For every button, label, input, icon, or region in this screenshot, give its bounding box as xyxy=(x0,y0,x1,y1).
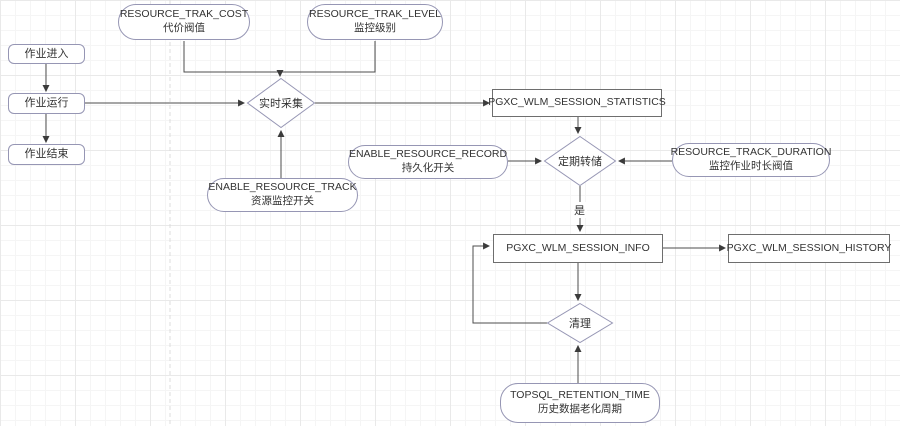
node-realtime-collect[interactable]: 实时采集 xyxy=(246,77,316,129)
diamond-shape xyxy=(546,302,614,344)
node-label-zh: 代价阀值 xyxy=(163,22,205,34)
node-label-zh: 持久化开关 xyxy=(401,162,455,174)
node-pgxc-wlm-session-history[interactable]: PGXC_WLM_SESSION_HISTORY xyxy=(726,234,892,263)
node-label: 清理 xyxy=(569,318,591,330)
node-enable-resource-track[interactable]: ENABLE_RESOURCE_TRACK 资源监控开关 xyxy=(207,178,358,212)
node-label: PGXC_WLM_SESSION_INFO xyxy=(506,241,650,254)
node-label-zh: 监控作业时长阀值 xyxy=(709,160,793,172)
node-label-zh: 资源监控开关 xyxy=(251,195,314,207)
node-label: PGXC_WLM_SESSION_STATISTICS xyxy=(488,96,666,109)
node-label: 作业结束 xyxy=(24,148,69,161)
node-cleanup[interactable]: 清理 xyxy=(546,302,614,344)
diamond-shape xyxy=(543,135,617,187)
node-periodic-dump[interactable]: 定期转储 xyxy=(543,135,617,187)
node-enable-resource-record[interactable]: ENABLE_RESOURCE_RECORD 持久化开关 xyxy=(348,145,508,179)
node-label-en: TOPSQL_RETENTION_TIME xyxy=(510,389,650,402)
node-resource-track-duration[interactable]: RESOURCE_TRACK_DURATION 监控作业时长阀值 xyxy=(670,143,832,177)
node-pgxc-wlm-session-info[interactable]: PGXC_WLM_SESSION_INFO xyxy=(493,234,663,263)
node-label: PGXC_WLM_SESSION_HISTORY xyxy=(726,241,892,254)
node-topsql-retention-time[interactable]: TOPSQL_RETENTION_TIME 历史数据老化周期 xyxy=(500,383,660,423)
node-label-en: ENABLE_RESOURCE_RECORD xyxy=(348,148,508,161)
diamond-shape xyxy=(246,77,316,129)
node-job-enter[interactable]: 作业进入 xyxy=(8,44,85,64)
node-label-zh: 历史数据老化周期 xyxy=(538,403,622,415)
node-label: 作业运行 xyxy=(24,97,69,110)
node-label-en: RESOURCE_TRAK_COST xyxy=(119,8,249,21)
edge-params-merge xyxy=(183,41,376,73)
node-label: 实时采集 xyxy=(259,98,303,110)
node-job-run[interactable]: 作业运行 xyxy=(8,93,85,114)
node-label-zh: 监控级别 xyxy=(354,22,396,34)
edge-label-yes: 是 xyxy=(572,202,587,218)
node-resource-trak-level[interactable]: RESOURCE_TRAK_LEVEL 监控级别 xyxy=(307,4,443,40)
node-label-en: RESOURCE_TRAK_LEVEL xyxy=(309,8,441,21)
node-label-en: RESOURCE_TRACK_DURATION xyxy=(670,146,832,159)
node-job-end[interactable]: 作业结束 xyxy=(8,144,85,165)
node-pgxc-wlm-session-statistics[interactable]: PGXC_WLM_SESSION_STATISTICS xyxy=(488,89,666,117)
node-label-en: ENABLE_RESOURCE_TRACK xyxy=(208,181,357,194)
edge-cleanup-loop-to-info xyxy=(472,242,547,324)
node-label: 作业进入 xyxy=(24,47,69,60)
node-label: 定期转储 xyxy=(558,156,602,168)
node-resource-trak-cost[interactable]: RESOURCE_TRAK_COST 代价阀值 xyxy=(118,4,250,40)
